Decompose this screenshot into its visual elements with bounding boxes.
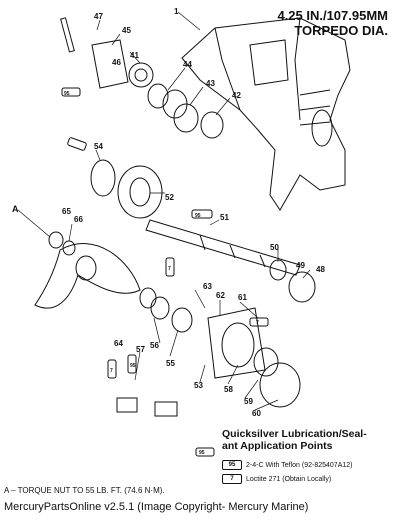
retainer-ring	[259, 362, 301, 408]
callout: 65	[62, 207, 71, 216]
callout: 60	[252, 409, 261, 418]
callout: 7	[110, 368, 113, 374]
callout: 61	[238, 293, 247, 302]
torpedo-diameter-header: 4.25 IN./107.95MM TORPEDO DIA.	[277, 8, 388, 38]
callout: 95	[64, 91, 70, 97]
callout: 55	[166, 359, 175, 368]
o-ring-42	[200, 111, 224, 139]
callout: 57	[136, 345, 145, 354]
callout: 7	[168, 266, 171, 272]
callout: 59	[244, 397, 253, 406]
callout: 46	[112, 58, 121, 67]
callout: 58	[224, 385, 233, 394]
tube-95b	[191, 209, 213, 219]
callout: 63	[203, 282, 212, 291]
callout: 95	[130, 363, 136, 369]
callout: 44	[183, 60, 192, 69]
callout: 56	[150, 341, 159, 350]
propeller-shaft	[145, 219, 301, 276]
legend-title: Quicksilver Lubrication/Seal- ant Applic…	[222, 428, 367, 452]
roll-pin	[60, 17, 75, 53]
callout: 51	[220, 213, 229, 222]
callout: 1	[174, 7, 179, 16]
callout: 66	[74, 215, 83, 224]
clutch-part-a	[116, 397, 138, 413]
callout: 43	[206, 79, 215, 88]
callout: 62	[216, 291, 225, 300]
callout: 95	[199, 450, 205, 456]
legend-item-text: 2-4-C With Teflon (92-825407A12)	[246, 461, 353, 469]
tube-7a	[67, 137, 87, 151]
tube-icon: 95	[222, 460, 242, 470]
callout: 48	[316, 265, 325, 274]
callout: 53	[194, 381, 203, 390]
torque-note: A – TORQUE NUT TO 55 LB. FT. (74.6 N·M).	[4, 486, 165, 495]
prop-nut	[48, 231, 64, 249]
thrust-washer	[139, 287, 157, 309]
tube-7d	[107, 359, 117, 379]
header-line-2: TORPEDO DIA.	[294, 23, 388, 38]
callout: 7	[256, 320, 259, 326]
cover-49	[288, 271, 316, 303]
copyright-footer: MercuryPartsOnline v2.5.1 (Image Copyrig…	[4, 501, 309, 513]
tube-95a	[61, 87, 81, 97]
gearcase-housing	[181, 17, 351, 211]
tube-7b	[165, 257, 175, 277]
callout: 64	[114, 339, 123, 348]
callout: A	[12, 204, 19, 214]
bearing-race	[147, 83, 169, 109]
callout: 41	[130, 51, 139, 60]
callout: 52	[165, 193, 174, 202]
clutch-part-b	[154, 401, 178, 417]
callout: 45	[122, 26, 131, 35]
o-ring-54	[90, 159, 116, 197]
propeller	[34, 243, 141, 309]
reverse-gear	[253, 347, 279, 377]
legend-item-text: Loctite 271 (Obtain Locally)	[246, 475, 332, 483]
callout: 47	[94, 12, 103, 21]
tube-95c	[127, 354, 137, 374]
callout: 50	[270, 243, 279, 252]
tube-icon: 7	[222, 474, 242, 484]
callout: 49	[296, 261, 305, 270]
lubrication-legend: Quicksilver Lubrication/Seal- ant Applic…	[222, 428, 397, 486]
forward-gear	[117, 165, 163, 219]
legend-item: 7 Loctite 271 (Obtain Locally)	[222, 472, 397, 486]
callout: 54	[94, 142, 103, 151]
tube-7c	[249, 317, 269, 327]
shim-plate	[91, 39, 129, 89]
legend-item: 95 2-4-C With Teflon (92-825407A12)	[222, 458, 397, 472]
header-line-1: 4.25 IN./107.95MM	[277, 8, 388, 23]
tube-95d	[195, 447, 215, 457]
callout: 42	[232, 91, 241, 100]
pinion-gear	[128, 62, 154, 88]
callout: 95	[195, 213, 201, 219]
